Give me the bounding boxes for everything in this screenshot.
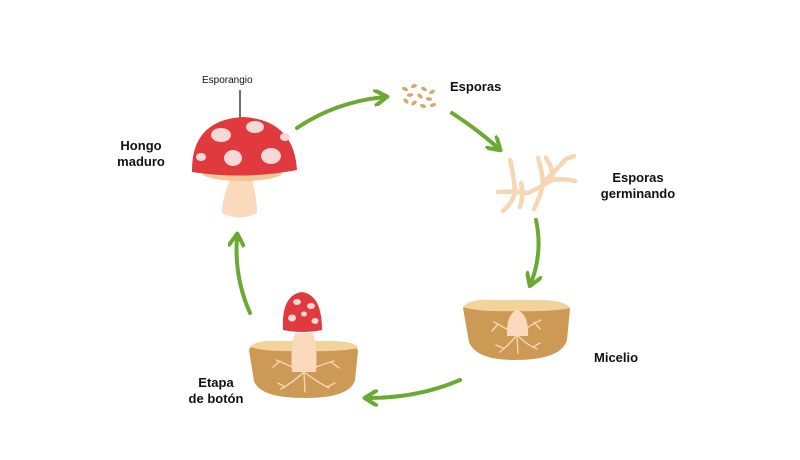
mature-mushroom-label: Hongo maduro bbox=[110, 138, 172, 170]
soil-hyphae bbox=[491, 319, 542, 354]
spores bbox=[402, 83, 437, 109]
arrow-button-to-mature bbox=[237, 237, 252, 315]
cap-spot bbox=[301, 311, 307, 317]
cap-spot bbox=[307, 303, 315, 309]
sporangium-label: Esporangio bbox=[202, 75, 253, 86]
arrow-mature-to-spores bbox=[295, 97, 384, 130]
germinating-label-line1: Esporas bbox=[612, 170, 664, 185]
button-label-line1: Etapa bbox=[198, 375, 234, 390]
mycelium-stage bbox=[463, 299, 570, 360]
germinating-spores-label: Esporas germinando bbox=[592, 170, 684, 202]
cap-spot bbox=[196, 153, 206, 161]
cap-spot bbox=[280, 133, 290, 141]
cap-spot bbox=[288, 314, 296, 322]
mushroom-stem bbox=[221, 174, 257, 218]
germinating-spores bbox=[495, 153, 578, 214]
button-stage-label: Etapa de botón bbox=[180, 375, 252, 407]
cycle-arrows bbox=[237, 97, 539, 398]
soil-hyphae bbox=[272, 359, 340, 393]
mushroom-cap bbox=[191, 117, 297, 176]
button-stage bbox=[249, 292, 358, 398]
button-label-line2: de botón bbox=[188, 391, 244, 406]
cap-spot bbox=[224, 150, 242, 166]
primordium bbox=[506, 310, 529, 336]
mature-label-line2: maduro bbox=[117, 154, 165, 169]
cap-spot bbox=[311, 318, 319, 324]
button-stem bbox=[291, 333, 317, 372]
cap-spot bbox=[211, 128, 231, 142]
cap-spot bbox=[246, 121, 264, 133]
mature-label-line1: Hongo bbox=[120, 138, 162, 153]
mature-mushroom bbox=[191, 90, 297, 218]
soil-topsoil bbox=[463, 299, 570, 312]
mycelium-label: Micelio bbox=[594, 350, 639, 365]
cap-spot bbox=[261, 148, 281, 164]
germinating-label-line2: germinando bbox=[600, 186, 676, 201]
spores-label: Esporas bbox=[450, 79, 502, 94]
arrow-germinating-to-mycelium bbox=[531, 218, 539, 283]
cap-spot bbox=[293, 299, 301, 305]
arrow-mycelium-to-button bbox=[368, 378, 462, 398]
arrow-spores-to-germinating bbox=[450, 111, 498, 148]
